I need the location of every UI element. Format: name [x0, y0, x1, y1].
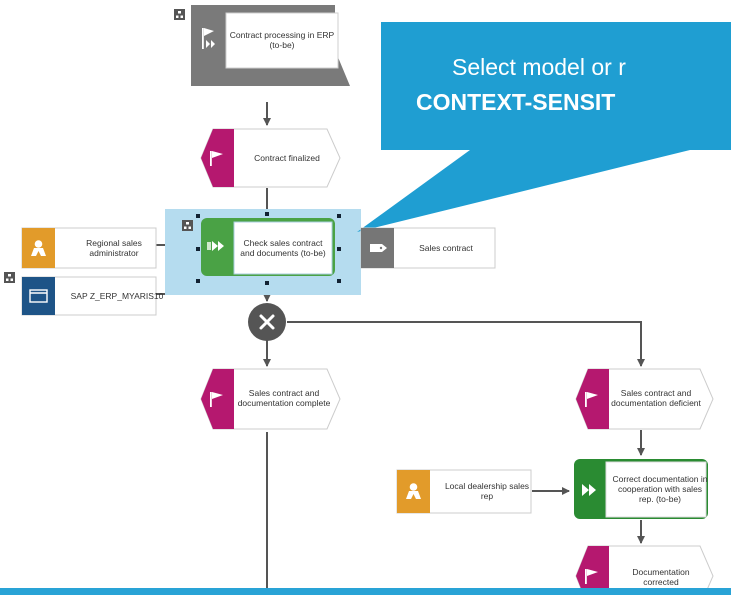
event-documentation-corrected[interactable]	[575, 545, 714, 595]
flag-icon	[210, 392, 223, 407]
document-sales-contract[interactable]	[360, 227, 496, 269]
tag-icon	[370, 244, 387, 252]
process-interface-node[interactable]	[174, 5, 350, 86]
person-icon	[31, 240, 46, 256]
callout-line-1: Select model or r	[452, 54, 626, 80]
function-check-sales-contract[interactable]	[182, 212, 341, 285]
fast-forward-icon	[582, 484, 596, 496]
flag-icon	[585, 569, 598, 584]
event-complete-label: Sales contract and documentation complet…	[237, 388, 331, 408]
hierarchy-icon	[4, 272, 15, 283]
document-sales-contract-label: Sales contract	[419, 243, 473, 253]
system-sap-label: SAP Z_ERP_MYARIS10	[70, 291, 164, 301]
role-local-dealership-sales-rep[interactable]	[396, 469, 532, 514]
event-corrected-label: Documentation corrected	[632, 567, 690, 587]
role-regional-label: Regional sales administrator	[86, 238, 142, 258]
role-local-label: Local dealership sales rep	[444, 481, 530, 501]
hierarchy-icon	[174, 9, 185, 20]
bottom-bar	[0, 588, 731, 595]
function-correct-label: Correct documentation in cooperation wit…	[612, 474, 708, 504]
connector	[287, 321, 645, 367]
event-contract-finalized[interactable]	[200, 128, 341, 188]
window-icon	[29, 289, 48, 303]
function-check-label: Check sales contract and documents (to-b…	[240, 238, 326, 258]
flag-icon	[210, 151, 223, 166]
event-documentation-complete[interactable]	[200, 368, 341, 430]
person-icon	[406, 483, 421, 499]
function-correct-documentation[interactable]	[574, 459, 708, 519]
close-icon	[259, 314, 275, 330]
system-sap[interactable]	[4, 272, 157, 316]
fast-forward-icon	[207, 241, 224, 251]
role-regional-sales-administrator[interactable]	[21, 227, 157, 269]
selection-handles[interactable]	[196, 212, 341, 285]
event-deficient-label: Sales contract and documentation deficie…	[611, 388, 701, 408]
event-documentation-deficient[interactable]	[575, 368, 714, 430]
event-contract-finalized-label: Contract finalized	[254, 153, 320, 163]
callout-bubble: Select model or r CONTEXT-SENSIT	[357, 22, 731, 232]
flag-icon	[585, 392, 598, 407]
xor-connector[interactable]	[248, 303, 286, 341]
flag-forward-icon	[202, 28, 215, 49]
process-interface-label: Contract processing in ERP (to-be)	[229, 30, 335, 50]
hierarchy-icon	[182, 220, 193, 231]
callout-line-2: CONTEXT-SENSIT	[416, 89, 615, 115]
